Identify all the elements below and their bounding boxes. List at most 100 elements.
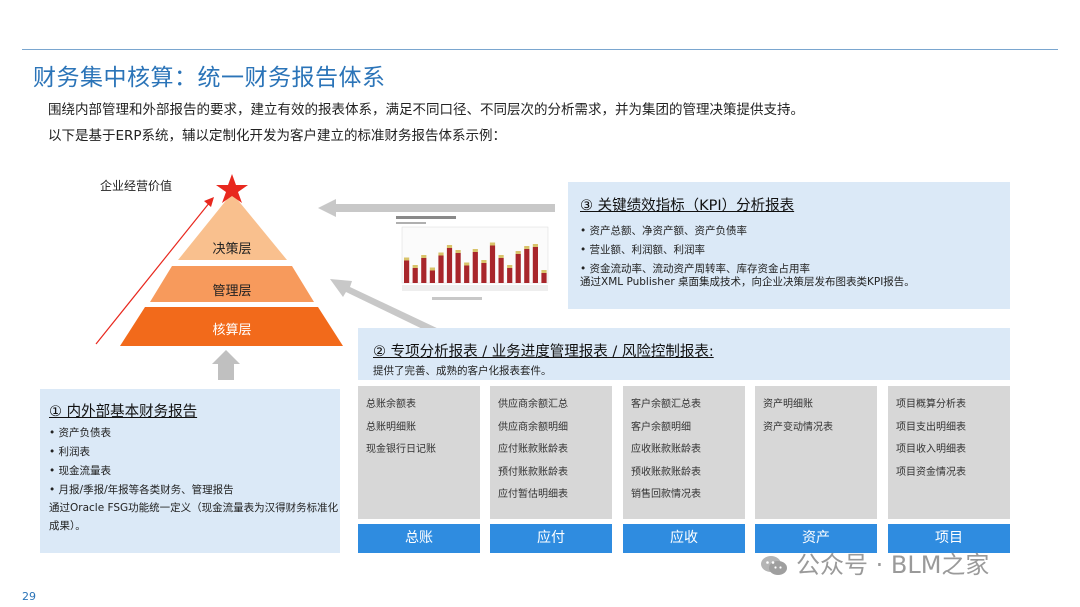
assets-button[interactable]: 资产: [755, 524, 877, 553]
basic-reports-list: • 资产负债表 • 利润表 • 现金流量表 • 月报/季报/年报等各类财务、管理…: [49, 424, 234, 500]
thumb-bar-cap: [472, 249, 478, 252]
pyramid-label-management: 管理层: [212, 284, 252, 299]
thumb-bar: [472, 252, 478, 283]
thumb-bar-cap: [429, 267, 435, 271]
kpi-report-panel: ③ 关键绩效指标（KPI）分析报表 • 资产总额、净资产额、资产负债率 • 营业…: [568, 182, 1010, 309]
report-item[interactable]: 项目支出明细表: [896, 421, 966, 433]
thumb-bar-cap: [532, 244, 538, 247]
kpi-list: • 资产总额、净资产额、资产负债率 • 营业额、利润额、利润率 • 资金流动率、…: [580, 222, 810, 279]
special-reports-title: ② 专项分析报表 / 业务进度管理报表 / 风险控制报表:: [373, 344, 714, 360]
thumb-bar: [429, 270, 435, 283]
report-item[interactable]: 总账明细账: [366, 421, 416, 433]
diagonal-arrow-icon: [330, 279, 441, 336]
report-item[interactable]: 现金银行日记账: [366, 444, 436, 455]
basic-report-item: • 资产负债表: [49, 427, 112, 439]
kpi-title: ③ 关键绩效指标（KPI）分析报表: [580, 198, 795, 214]
report-item[interactable]: 应收账款账龄表: [631, 444, 701, 455]
thumb-bar: [412, 268, 418, 283]
left-arrow-icon: [318, 199, 555, 217]
thumb-bar: [438, 255, 444, 283]
pyramid-level-top: [178, 193, 287, 260]
growth-arrow-head: [204, 197, 214, 207]
report-item[interactable]: 应付账款账龄表: [498, 444, 568, 455]
projects-button[interactable]: 项目: [888, 524, 1010, 553]
report-item[interactable]: 资产明细账: [763, 399, 813, 410]
thumb-bar-cap: [412, 265, 418, 268]
report-item[interactable]: 供应商余额汇总: [498, 399, 568, 410]
thumb-bar: [421, 258, 427, 283]
report-item[interactable]: 资产变动情况表: [763, 421, 833, 433]
column-assets: 资产明细账 资产变动情况表: [755, 386, 877, 519]
report-item[interactable]: 预收账款账龄表: [631, 466, 701, 478]
column-payables: 供应商余额汇总 供应商余额明细 应付账款账龄表 预付账款账龄表 应付暂估明细表: [490, 386, 612, 519]
report-item[interactable]: 供应商余额明细: [498, 421, 568, 433]
thumb-bar: [481, 263, 487, 283]
star-icon: [216, 174, 248, 203]
basic-report-item: • 月报/季报/年报等各类财务、管理报告: [49, 484, 234, 496]
growth-arrow-line: [95, 201, 211, 345]
thumb-bar-cap: [404, 257, 410, 261]
kpi-item: • 资产总额、净资产额、资产负债率: [580, 225, 748, 237]
basic-reports-note: 通过Oracle FSG功能统一定义（现金流量表为汉得财务标准化成果）。: [49, 502, 339, 532]
thumb-bar: [404, 260, 410, 283]
kpi-item: • 营业额、利润额、利润率: [580, 244, 706, 256]
kpi-item: • 资金流动率、流动资产周转率、库存资金占用率: [580, 263, 811, 275]
pyramid-label-decision: 决策层: [212, 242, 252, 257]
watermark-text: 公众号 · BLM之家: [796, 551, 990, 579]
special-reports-subtitle: 提供了完善、成熟的客户化报表套件。: [373, 365, 552, 377]
report-item[interactable]: 销售回款情况表: [631, 489, 701, 500]
report-item[interactable]: 项目收入明细表: [896, 444, 966, 455]
payables-button[interactable]: 应付: [490, 524, 612, 553]
thumb-bar-cap: [524, 246, 530, 249]
intro-line-1: 围绕内部管理和外部报告的要求，建立有效的报表体系，满足不同口径、不同层次的分析需…: [48, 102, 804, 118]
report-item[interactable]: 客户余额明细: [631, 421, 691, 433]
thumb-bar: [532, 247, 538, 283]
report-item[interactable]: 项目概算分析表: [896, 399, 966, 410]
thumb-bar: [498, 258, 504, 283]
report-item[interactable]: 项目资金情况表: [896, 466, 966, 478]
general-ledger-button[interactable]: 总账: [358, 524, 480, 553]
column-projects: 项目概算分析表 项目支出明细表 项目收入明细表 项目资金情况表: [888, 386, 1010, 519]
kpi-chart-thumbnail: [392, 213, 552, 305]
pyramid-caption: 企业经营价值: [100, 179, 173, 193]
thumb-bar-cap: [421, 255, 427, 258]
watermark: 公众号 · BLM之家: [760, 545, 989, 580]
column-receivables: 客户余额汇总表 客户余额明细 应收账款账龄表 预收账款账龄表 销售回款情况表: [623, 386, 745, 519]
page-title: 财务集中核算：统一财务报告体系: [33, 65, 386, 91]
receivables-button[interactable]: 应收: [623, 524, 745, 553]
intro-line-2: 以下是基于ERP系统，辅以定制化开发为客户建立的标准财务报告体系示例：: [48, 128, 507, 144]
page-number: 29: [22, 590, 36, 603]
basic-report-item: • 利润表: [49, 446, 91, 458]
thumb-bar: [489, 245, 496, 283]
column-general-ledger: 总账余额表 总账明细账 现金银行日记账: [358, 386, 480, 519]
thumb-bar-cap: [498, 255, 504, 258]
thumb-bar-cap: [489, 242, 496, 246]
thumb-bar-cap: [507, 265, 513, 268]
wechat-icon: [761, 556, 787, 575]
thumb-bar-cap: [446, 245, 453, 248]
report-item[interactable]: 客户余额汇总表: [631, 399, 701, 410]
thumb-bar-cap: [515, 251, 521, 254]
basic-reports-title: ① 内外部基本财务报告: [49, 404, 198, 420]
thumb-bar-cap: [438, 252, 444, 256]
thumb-bar-cap: [541, 270, 547, 273]
report-item[interactable]: 总账余额表: [366, 399, 416, 410]
thumb-bar: [446, 248, 453, 283]
thumb-bar: [464, 265, 470, 283]
basic-report-item: • 现金流量表: [49, 465, 112, 477]
thumb-bar: [541, 273, 547, 283]
basic-reports-panel: ① 内外部基本财务报告 • 资产负债表 • 利润表 • 现金流量表 • 月报/季…: [40, 389, 340, 553]
thumb-bar-cap: [455, 250, 461, 253]
thumb-bar-cap: [481, 260, 487, 263]
kpi-note: 通过XML Publisher 桌面集成技术，向企业决策层发布图表类KPI报告。: [580, 276, 915, 288]
pyramid-level-bottom: [120, 307, 343, 346]
pyramid-level-mid: [150, 266, 314, 302]
thumb-bar: [455, 253, 461, 283]
special-reports-panel: ② 专项分析报表 / 业务进度管理报表 / 风险控制报表: 提供了完善、成熟的客…: [358, 328, 1010, 380]
report-item[interactable]: 应付暂估明细表: [498, 489, 568, 500]
report-item[interactable]: 预付账款账龄表: [498, 466, 568, 478]
up-arrow-icon: [212, 350, 240, 380]
thumb-bar: [507, 268, 513, 283]
thumb-bar: [524, 249, 530, 283]
